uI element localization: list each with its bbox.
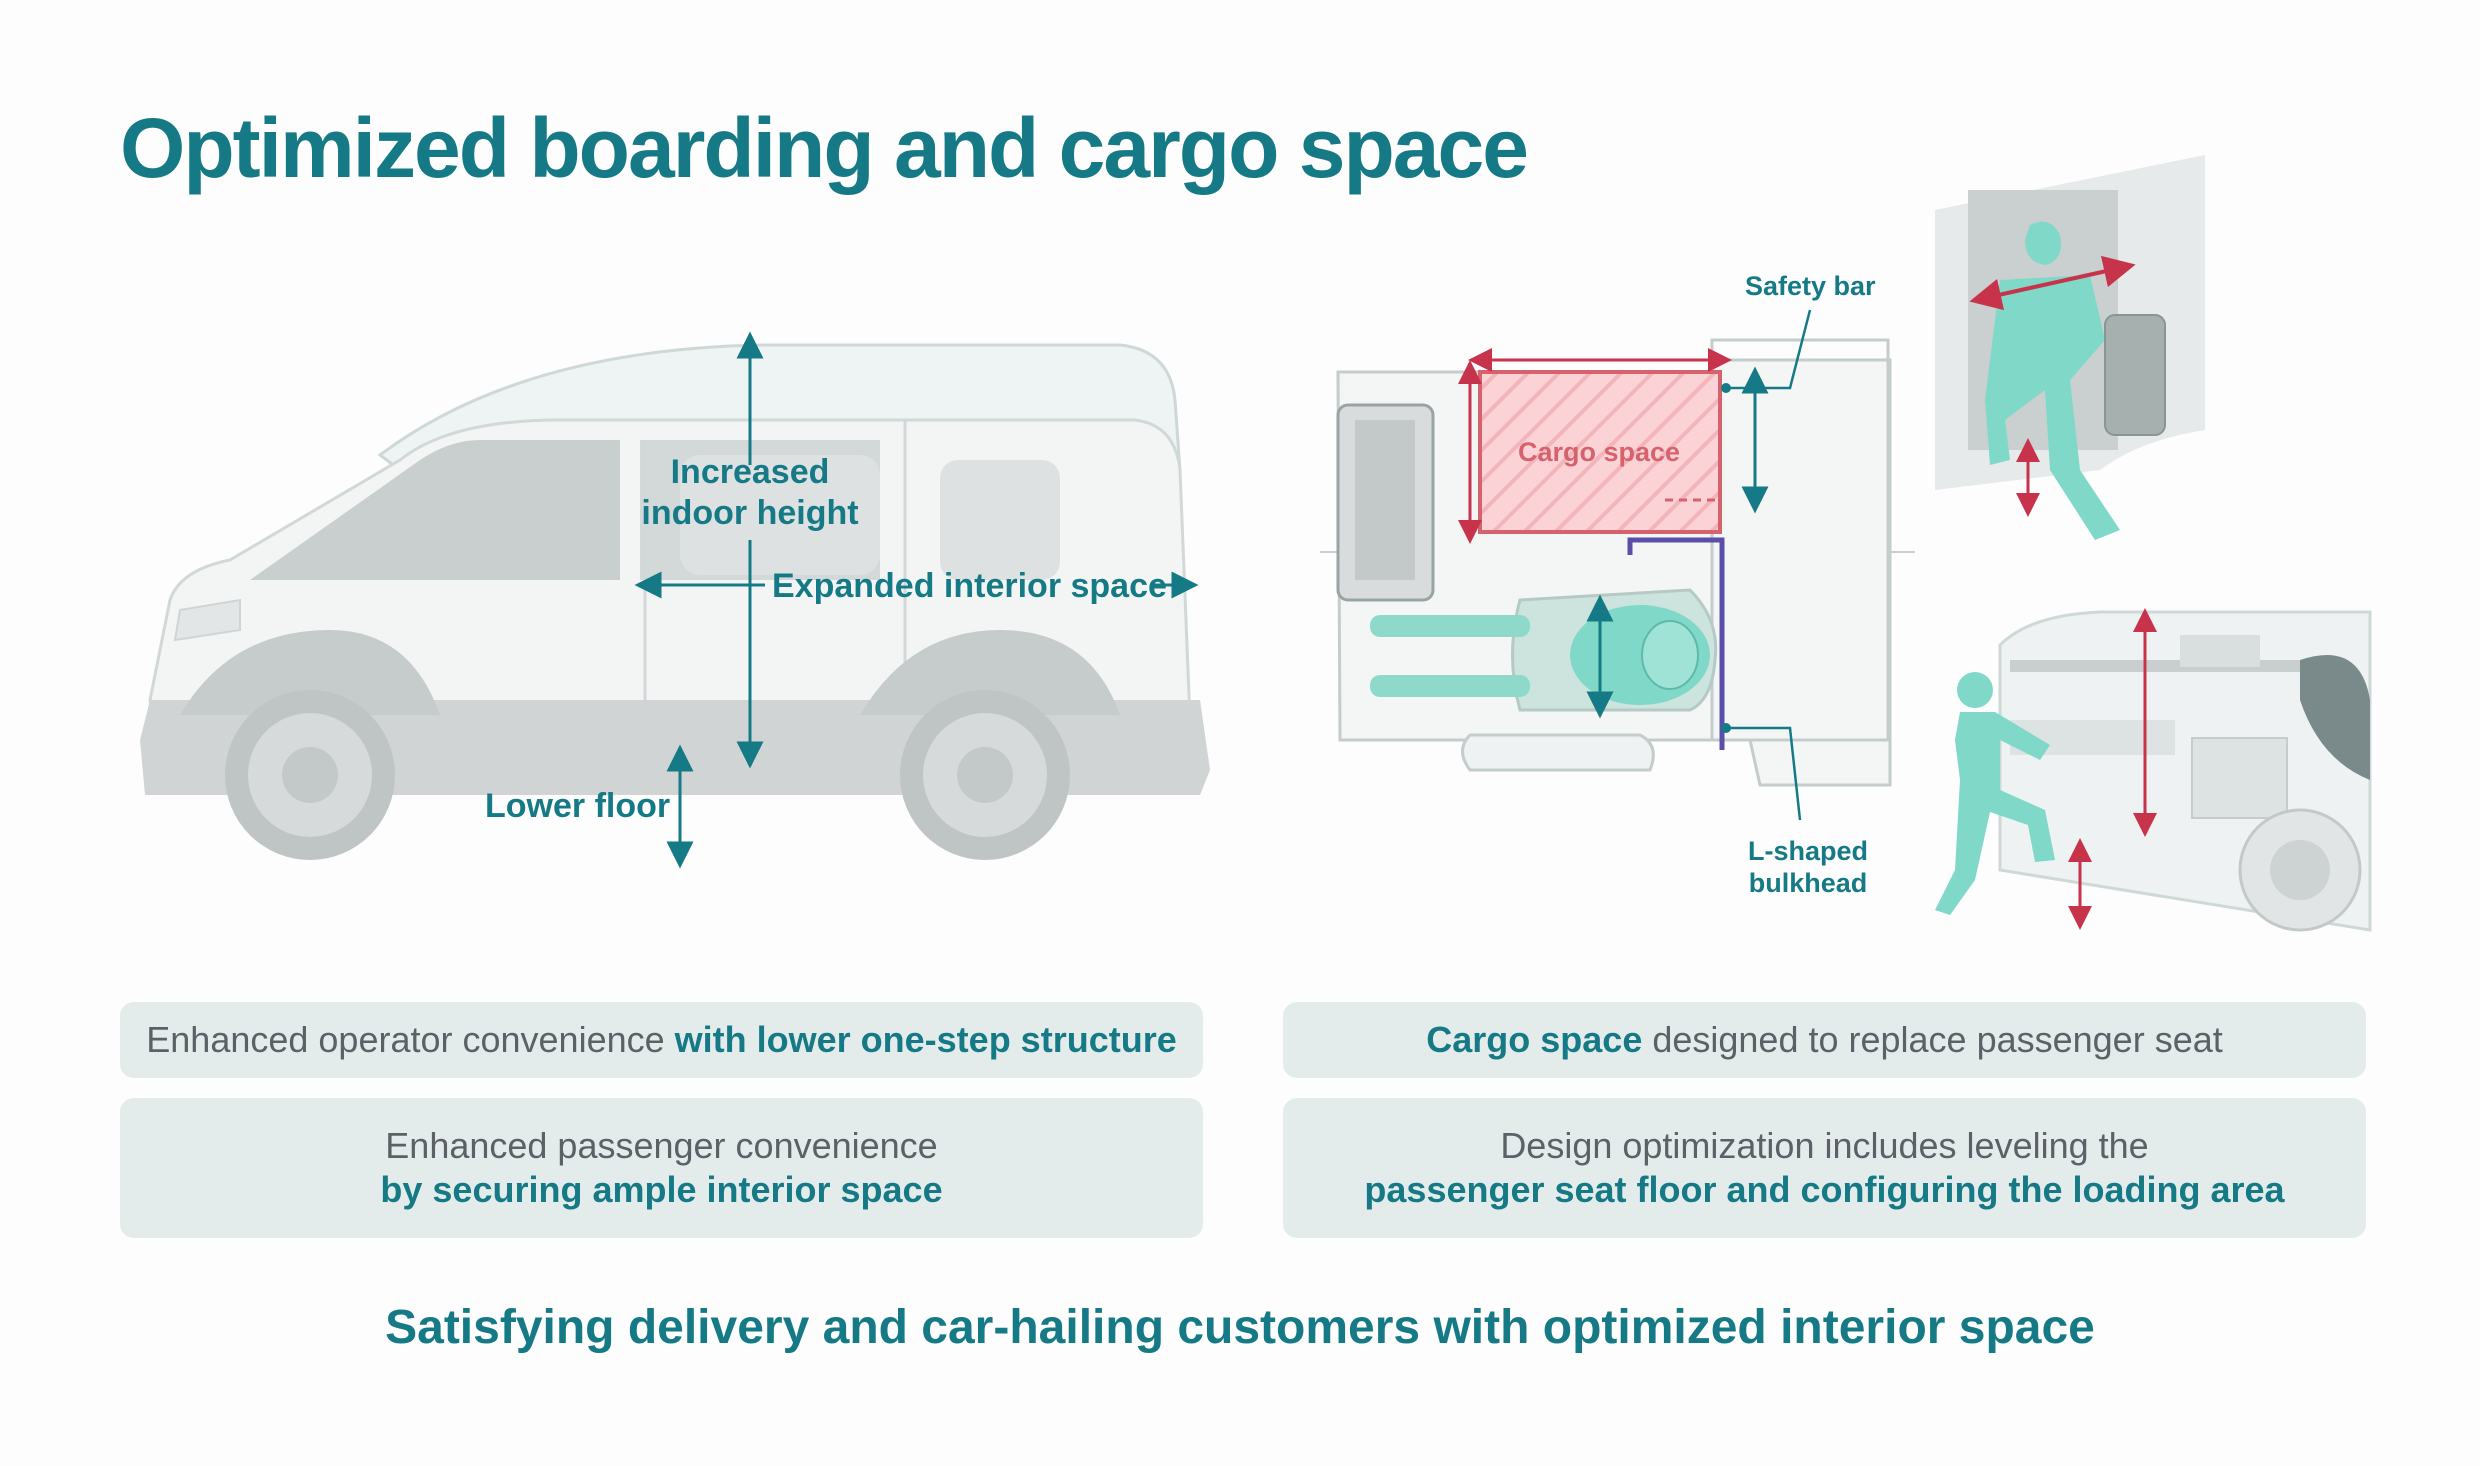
card-design-optimization: Design optimization includes leveling th… bbox=[1283, 1098, 2366, 1238]
bulkhead-line1: L-shaped bbox=[1748, 836, 1869, 866]
rear-loading-illustration bbox=[1935, 608, 2372, 932]
card-design-highlight: passenger seat floor and configuring the… bbox=[1364, 1169, 2285, 1210]
interior-space-label: Expanded interior space bbox=[772, 567, 1167, 605]
lower-floor-label: Lower floor bbox=[485, 787, 671, 825]
plan-view-illustration bbox=[1320, 309, 1915, 821]
driver-entry-illustration bbox=[1935, 155, 2205, 540]
card-cargo-space: Cargo space designed to replace passenge… bbox=[1283, 1002, 2366, 1078]
safety-bar-label: Safety bar bbox=[1745, 271, 1876, 301]
van-side-illustration bbox=[140, 331, 1210, 869]
card-operator-line: Enhanced operator convenience with lower… bbox=[146, 1018, 1176, 1062]
card-operator-convenience: Enhanced operator convenience with lower… bbox=[120, 1002, 1203, 1078]
page-title: Optimized boarding and cargo space bbox=[120, 101, 1529, 195]
indoor-height-line2: indoor height bbox=[641, 493, 859, 532]
footer-tagline: Satisfying delivery and car-hailing cust… bbox=[385, 1301, 2095, 1354]
bulkhead-line2: bulkhead bbox=[1748, 868, 1868, 899]
card-cargo-highlight: Cargo space bbox=[1426, 1019, 1643, 1061]
cargo-space-label: Cargo space bbox=[1518, 437, 1681, 467]
card-operator-text: Enhanced operator convenience bbox=[146, 1019, 675, 1061]
card-operator-highlight: with lower one-step structure bbox=[674, 1019, 1177, 1061]
card-design-text: Design optimization includes leveling th… bbox=[1500, 1125, 2149, 1167]
card-passenger-highlight: by securing ample interior space bbox=[380, 1169, 943, 1210]
card-passenger-convenience: Enhanced passenger convenience by securi… bbox=[120, 1098, 1203, 1238]
indoor-height-label: Increased indoor height bbox=[630, 452, 870, 534]
bulkhead-label: L-shaped bulkhead bbox=[1748, 835, 1868, 900]
rear-wheel bbox=[900, 690, 1070, 860]
card-cargo-line: Cargo space designed to replace passenge… bbox=[1426, 1018, 2223, 1062]
card-passenger-text: Enhanced passenger convenience bbox=[385, 1125, 938, 1167]
card-cargo-text: designed to replace passenger seat bbox=[1642, 1019, 2223, 1061]
front-wheel bbox=[225, 690, 395, 860]
indoor-height-line1: Increased bbox=[670, 453, 830, 491]
